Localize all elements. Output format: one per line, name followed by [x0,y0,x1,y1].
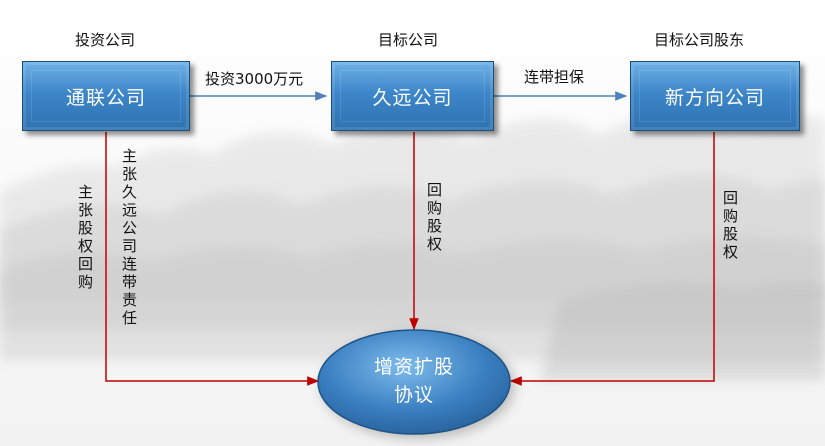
box-tonglian: 通联公司 [22,61,190,131]
label-claim-liability: 主张久远公司连带责任 [120,148,138,328]
tonglian-to-agreement-arrow [105,132,320,386]
header-investor: 投资公司 [75,31,136,49]
box-jiuyuan: 久远公司 [331,61,494,131]
label-guarantee: 连带担保 [524,68,585,86]
box-xinfangxiang: 新方向公司 [630,61,800,131]
label-claim-buyback: 主张股权回购 [76,184,94,292]
header-target: 目标公司 [378,31,439,49]
agreement-label: 增资扩股 协议 [318,330,510,434]
label-invest: 投资3000万元 [205,70,304,88]
header-shareholder: 目标公司股东 [654,31,745,49]
xinfangxiang-to-agreement-arrow [509,132,715,386]
agreement-label-line1: 增资扩股 [373,356,454,379]
label-buyback-target: 回购股权 [425,182,443,254]
agreement-ellipse [317,329,511,435]
label-buyback-shareholder: 回购股权 [721,190,739,262]
agreement-label-line2: 协议 [393,384,434,406]
